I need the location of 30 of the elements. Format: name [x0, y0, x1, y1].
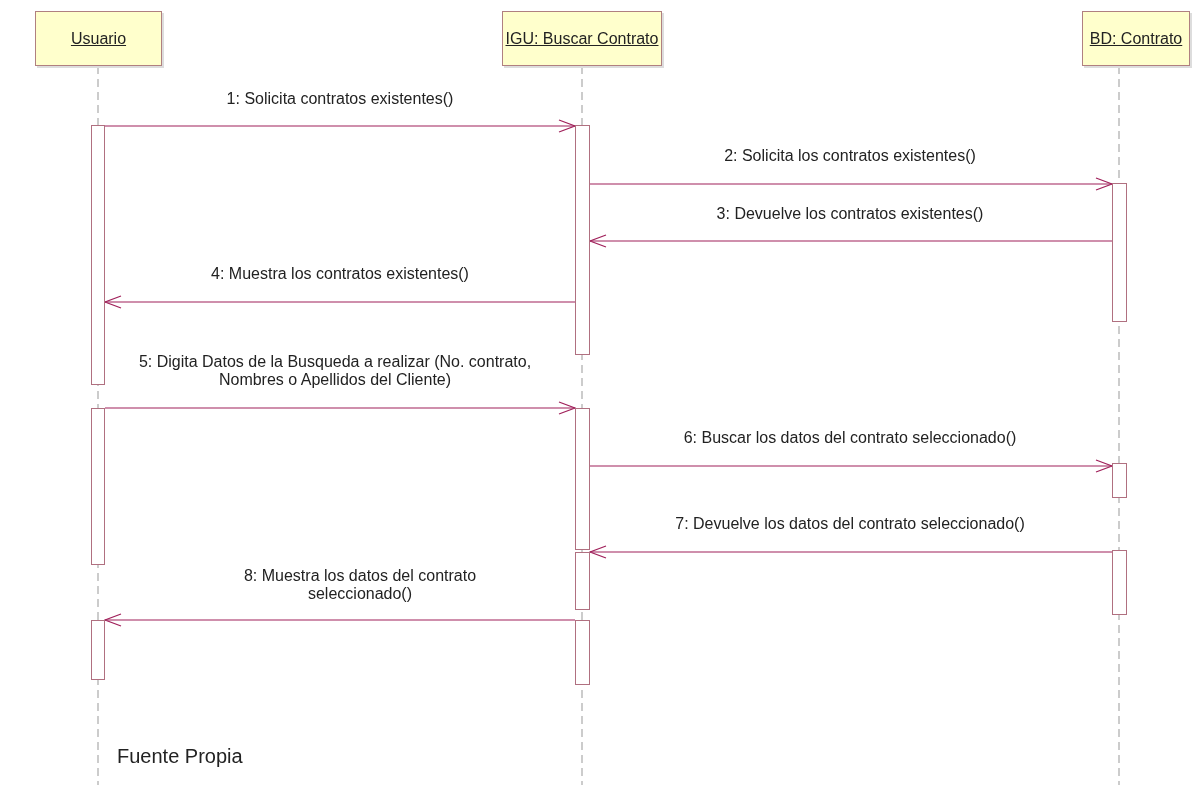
- activation-bar: [575, 125, 590, 355]
- message-arrow: [104, 119, 576, 133]
- message-label: 6: Buscar los datos del contrato seleccionado(): [682, 429, 1018, 447]
- message-label: 4: Muestra los contratos existentes(): [210, 265, 470, 283]
- message-arrow: [589, 234, 1113, 248]
- message-arrow: [589, 545, 1113, 559]
- message-arrow: [589, 177, 1113, 191]
- message-label: 8: Muestra los datos del contrato seleccionado(): [242, 567, 478, 603]
- caption: Fuente Propia: [117, 745, 243, 768]
- activation-bar: [91, 125, 105, 385]
- lifeline-head-box: Usuario: [35, 11, 162, 66]
- message-arrow: [104, 401, 576, 415]
- message-arrow: [104, 295, 576, 309]
- message-label: 1: Solicita contratos existentes(): [225, 90, 455, 108]
- message-arrow: [104, 613, 576, 627]
- activation-bar: [575, 552, 590, 610]
- activation-bar: [91, 620, 105, 680]
- activation-bar: [1112, 183, 1127, 322]
- activation-bar: [575, 620, 590, 685]
- lifeline-head-box: IGU: Buscar Contrato: [502, 11, 662, 66]
- activation-bar: [91, 408, 105, 565]
- activation-bar: [575, 408, 590, 550]
- message-arrow: [589, 459, 1113, 473]
- message-label: 2: Solicita los contratos existentes(): [723, 147, 977, 165]
- message-label: 3: Devuelve los contratos existentes(): [715, 205, 985, 223]
- lifeline-head-box: BD: Contrato: [1082, 11, 1190, 66]
- activation-bar: [1112, 550, 1127, 615]
- message-label: 5: Digita Datos de la Busqueda a realizar (No. contrato, Nombres o Apellidos del Cliente): [137, 353, 533, 389]
- message-label: 7: Devuelve los datos del contrato seleccionado(): [674, 515, 1026, 533]
- activation-bar: [1112, 463, 1127, 498]
